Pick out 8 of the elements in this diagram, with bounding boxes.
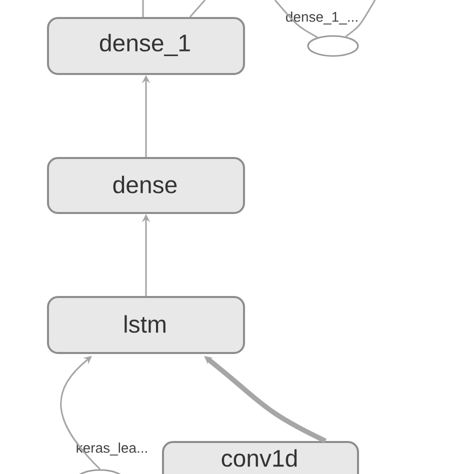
ellipse-node bbox=[307, 35, 359, 57]
layer-box: conv1d bbox=[162, 441, 359, 474]
node-label: dense_1_... bbox=[284, 10, 360, 26]
layer-box: lstm bbox=[47, 296, 245, 354]
arrow bbox=[60, 356, 101, 470]
node-label: keras_lea... bbox=[74, 442, 150, 456]
layer-box: dense bbox=[47, 157, 245, 214]
layer-box: dense_1 bbox=[47, 17, 245, 75]
